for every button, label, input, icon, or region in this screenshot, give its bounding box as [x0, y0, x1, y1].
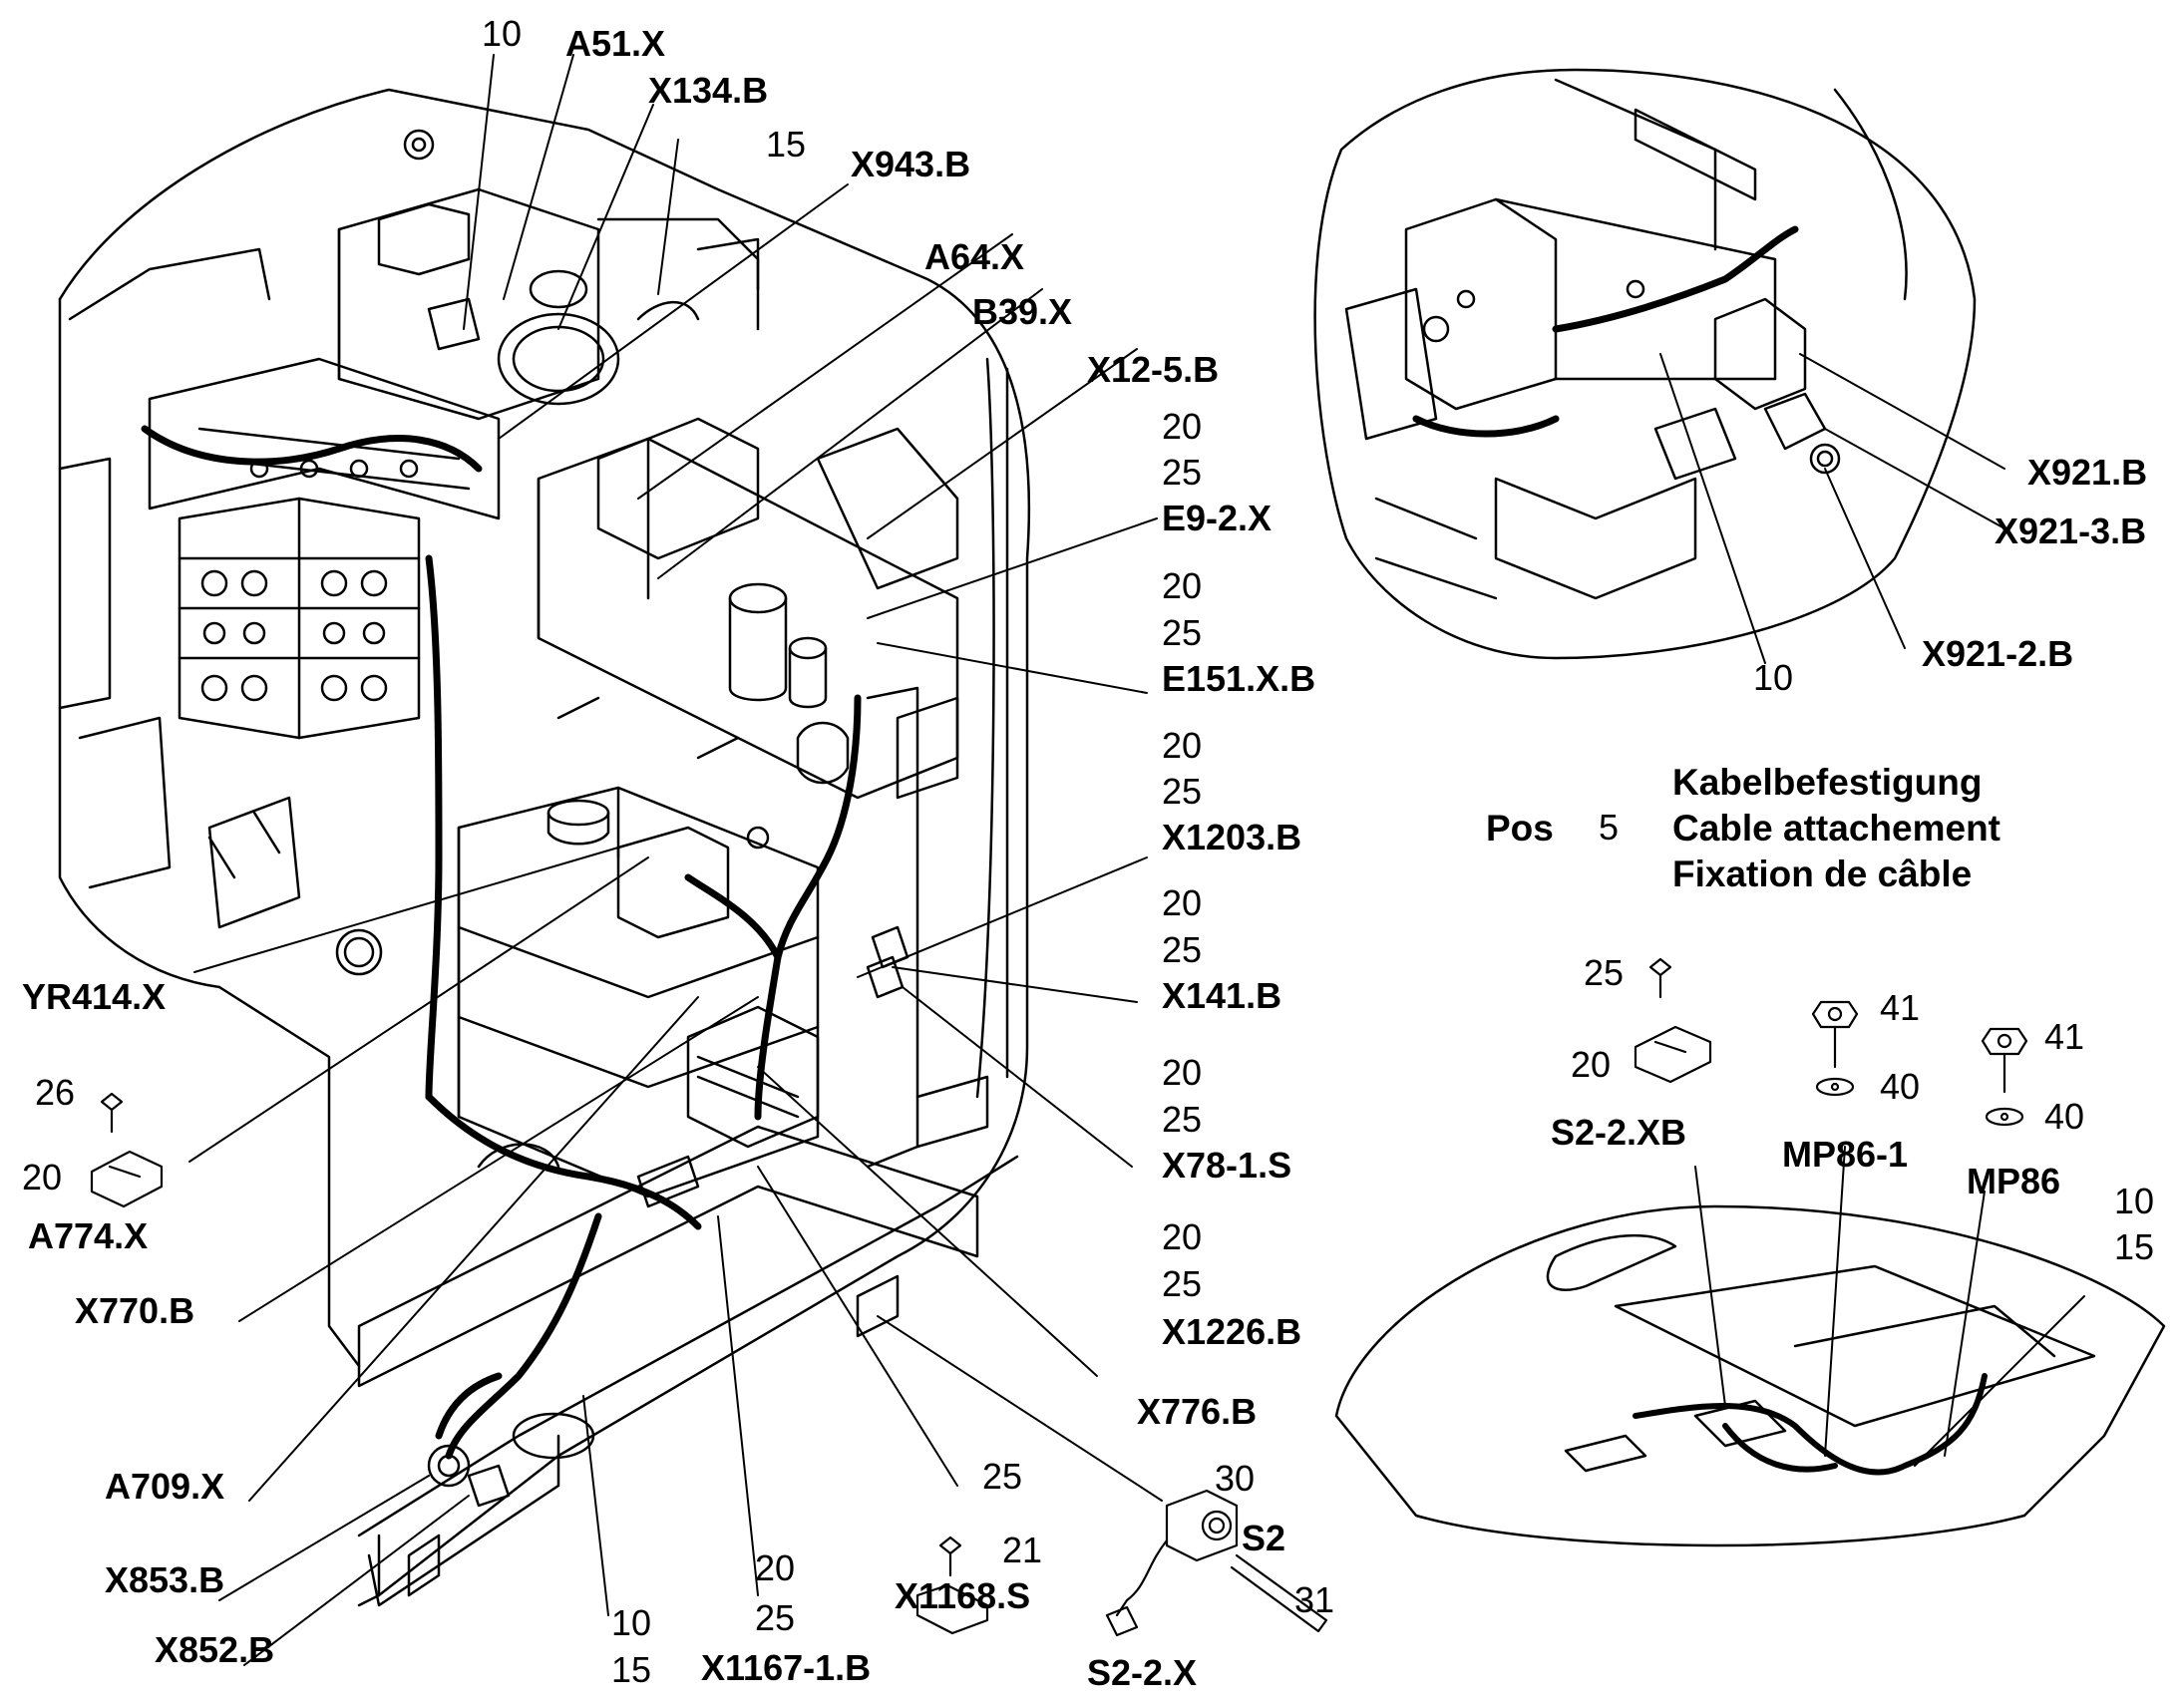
- callout-15-bottom: 15: [611, 1649, 652, 1690]
- callout-40-a: 40: [1880, 1066, 1921, 1107]
- label-a64x: A64.X: [924, 236, 1025, 277]
- detail-inset-cab-floor: [1334, 1204, 2166, 1547]
- engine-block: [337, 187, 760, 421]
- label-x943b: X943.B: [851, 144, 971, 184]
- callout-10-bottom: 10: [611, 1602, 652, 1643]
- fuel-tank: [457, 786, 820, 1198]
- callout-10-right: 10: [2114, 1181, 2155, 1221]
- callout-25-h: 25: [755, 1597, 796, 1638]
- callout-20-g: 20: [22, 1157, 63, 1197]
- callout-20-b: 20: [1162, 565, 1203, 606]
- label-x1226b: X1226.B: [1162, 1311, 1302, 1352]
- fastener-details: [90, 957, 2028, 1637]
- base-frame: [357, 1125, 979, 1607]
- legend-cable-attachement: Cable attachement: [1672, 808, 2000, 849]
- callout-20-e: 20: [1162, 1052, 1203, 1093]
- label-x12-5b: X12-5.B: [1087, 349, 1220, 390]
- label-s2-2xb: S2-2.XB: [1551, 1112, 1687, 1153]
- callout-20-j: 20: [1571, 1044, 1612, 1085]
- callout-41-b: 41: [2044, 1016, 2085, 1057]
- label-a709x: A709.X: [105, 1466, 225, 1507]
- label-x1203b: X1203.B: [1162, 817, 1302, 857]
- label-x134b: X134.B: [648, 70, 769, 111]
- callout-20-c: 20: [1162, 725, 1203, 766]
- label-x1168s: X1168.S: [895, 1575, 1031, 1616]
- detail-inset-connectors: [1313, 68, 1977, 660]
- callout-20-d: 20: [1162, 882, 1203, 923]
- callout-20-f: 20: [1162, 1216, 1203, 1257]
- label-x776b: X776.B: [1137, 1391, 1258, 1432]
- label-x921-2b: X921-2.B: [1922, 633, 2074, 674]
- label-e9-2x: E9-2.X: [1162, 498, 1272, 538]
- label-s2-2x: S2-2.X: [1087, 1652, 1198, 1693]
- label-x921-3b: X921-3.B: [1995, 511, 2147, 551]
- label-a774x: A774.X: [28, 1215, 149, 1256]
- callout-25-f: 25: [1162, 1263, 1203, 1304]
- label-mp86-1: MP86-1: [1782, 1134, 1909, 1175]
- machine-frame-outline: [58, 88, 1031, 1607]
- callout-25-d: 25: [1162, 929, 1203, 970]
- legend-fixation-de-cable: Fixation de câble: [1672, 854, 1973, 894]
- label-x921b: X921.B: [2027, 452, 2148, 493]
- control-valve-block: [148, 357, 501, 740]
- callout-21: 21: [1002, 1530, 1043, 1570]
- callout-20-a: 20: [1162, 406, 1203, 447]
- label-x770b: X770.B: [75, 1290, 195, 1331]
- callout-25-b: 25: [1162, 612, 1203, 653]
- callout-41-a: 41: [1880, 987, 1921, 1028]
- callout-10-top: 10: [482, 13, 523, 54]
- label-x853b: X853.B: [105, 1559, 225, 1600]
- callout-31: 31: [1294, 1579, 1335, 1620]
- label-a51x: A51.X: [565, 23, 666, 64]
- callout-20-h: 20: [755, 1547, 796, 1588]
- label-x1167-1b: X1167-1.B: [701, 1647, 872, 1688]
- callout-25-j: 25: [1584, 952, 1625, 993]
- callout-25-c: 25: [1162, 771, 1203, 812]
- callout-25-e: 25: [1162, 1099, 1203, 1140]
- callout-40-b: 40: [2044, 1096, 2085, 1137]
- relay-cluster: [616, 826, 820, 1208]
- callout-30: 30: [1215, 1458, 1256, 1499]
- label-mp86: MP86: [1967, 1161, 2061, 1201]
- label-x852b: X852.B: [155, 1629, 275, 1670]
- callout-15-top: 15: [766, 124, 807, 165]
- label-b39x: B39.X: [972, 291, 1073, 332]
- pos-number: 5: [1599, 807, 1620, 848]
- label-s2: S2: [1242, 1518, 1286, 1558]
- pos-label: Pos: [1486, 808, 1554, 849]
- cab-leader-lines: [1694, 1146, 2085, 1467]
- leader-lines: [188, 54, 1163, 1666]
- label-yr414x: YR414.X: [22, 976, 167, 1017]
- callout-25-i: 25: [982, 1456, 1023, 1497]
- label-x78-1s: X78-1.S: [1162, 1145, 1292, 1186]
- label-e151xb: E151.X.B: [1162, 658, 1316, 699]
- callout-15-right: 15: [2114, 1226, 2155, 1267]
- right-side-rail: [866, 686, 989, 1169]
- legend-kabelbefestigung: Kabelbefestigung: [1672, 762, 1983, 803]
- callout-10-inset: 10: [1753, 657, 1794, 698]
- callout-26: 26: [35, 1072, 76, 1113]
- inset-leader-lines: [1659, 353, 2005, 664]
- label-x141b: X141.B: [1162, 975, 1282, 1016]
- callout-25-a: 25: [1162, 452, 1203, 493]
- cable-harness: [141, 425, 862, 1460]
